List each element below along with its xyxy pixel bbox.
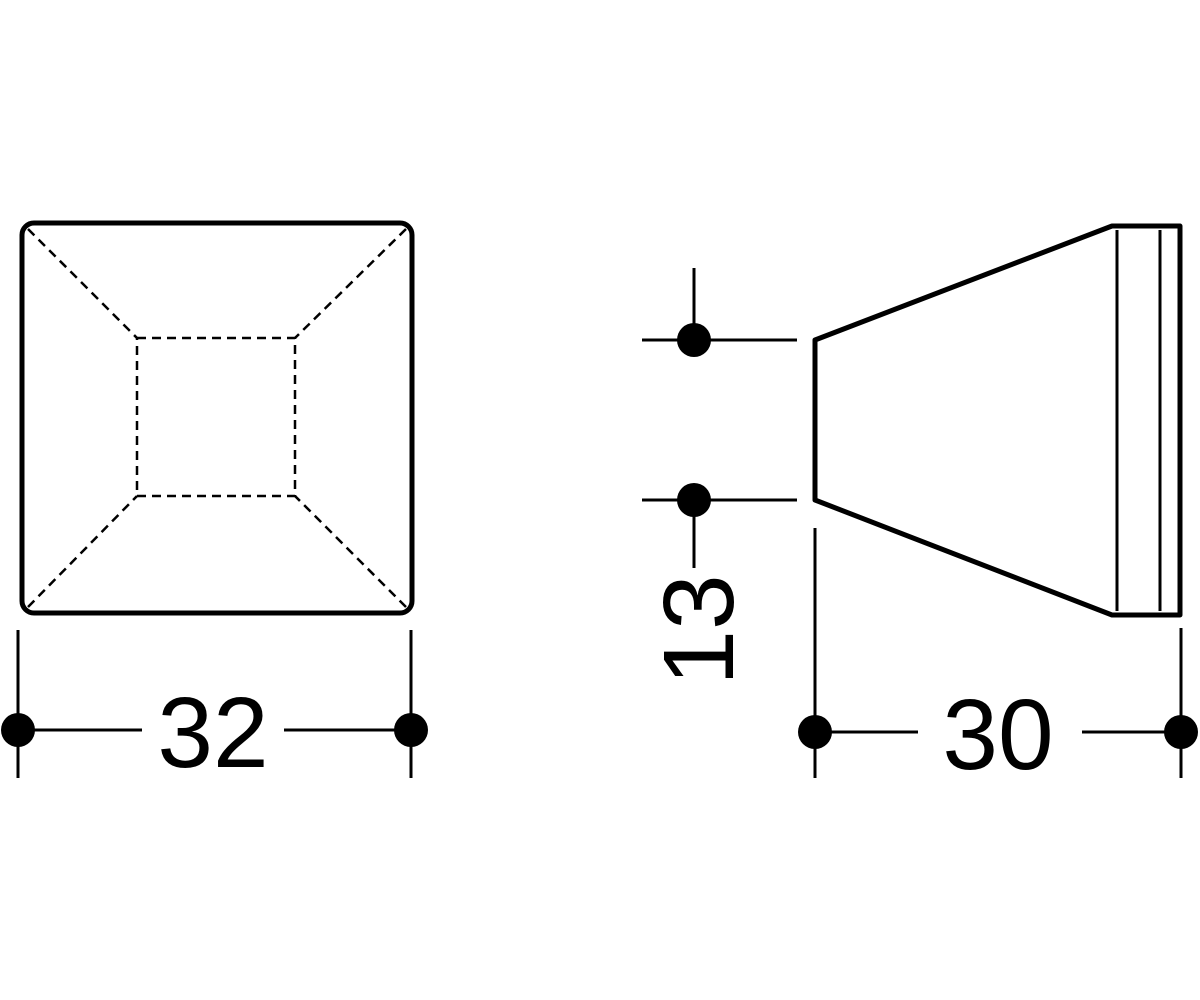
dimension-dot-left xyxy=(1,713,35,747)
dimension-dot-top xyxy=(677,323,711,357)
front-width-dimension xyxy=(16,630,413,778)
side-view-profile xyxy=(812,223,1183,618)
side-view: 13 30 xyxy=(642,223,1198,791)
side-height-dimension xyxy=(642,268,797,568)
front-view-bevel-edges xyxy=(27,228,407,608)
front-width-label: 32 xyxy=(157,677,268,789)
front-view-outline xyxy=(19,220,415,616)
dimension-dot-right xyxy=(394,713,428,747)
dimension-dot-bottom xyxy=(677,483,711,517)
front-view: 32 xyxy=(1,220,428,789)
dimension-dot-left xyxy=(798,715,832,749)
side-depth-label: 30 xyxy=(942,679,1053,791)
front-view-inner-face xyxy=(135,336,297,498)
dimension-dot-right xyxy=(1164,715,1198,749)
side-height-label: 13 xyxy=(643,574,755,685)
